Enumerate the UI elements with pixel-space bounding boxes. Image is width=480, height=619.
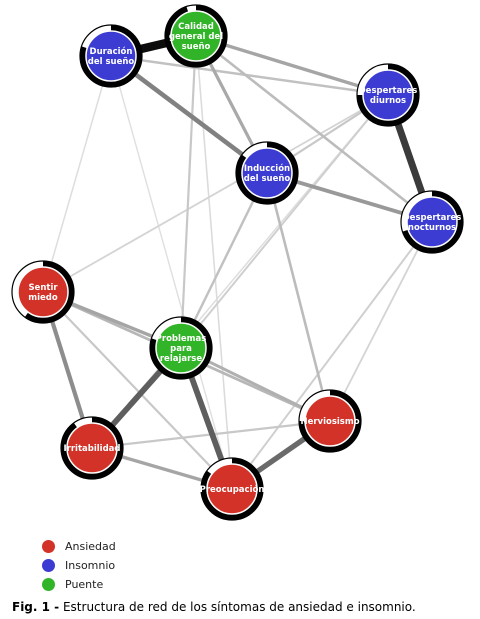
node-label-line: Irritabilidad: [64, 444, 121, 454]
edge-duracion-despertares_diurnos: [109, 54, 390, 97]
node-label-line: Problemas: [156, 334, 207, 344]
legend: Ansiedad Insomnio Puente: [42, 537, 116, 594]
edge-calidad-preocupacion: [195, 35, 233, 490]
node-label-line: relajarse: [160, 354, 203, 364]
node-irritabilidad: Irritabilidad: [60, 416, 124, 480]
node-fill: [206, 463, 258, 515]
edge-calidad-problemas: [179, 34, 198, 350]
node-label-line: del sueño: [244, 174, 291, 184]
node-label-line: Sentir: [28, 283, 58, 293]
node-fill: [155, 322, 207, 374]
node-nerviosismo: Nerviosismo: [298, 389, 362, 453]
node-label-line: nocturnos: [408, 223, 456, 233]
legend-label-insomnia: Insomnio: [65, 559, 116, 572]
node-fill: [362, 69, 414, 121]
legend-dot-insomnia: [42, 559, 55, 572]
node-label-preocupacion: Preocupación: [200, 484, 265, 495]
node-label-line: para: [170, 344, 192, 354]
node-label-line: Despertares: [359, 86, 418, 96]
legend-label-anxiety: Ansiedad: [65, 540, 116, 553]
node-label-line: Despertares: [403, 213, 462, 223]
node-label-line: Inducción: [244, 163, 290, 174]
node-fill: [66, 422, 118, 474]
figure-caption-prefix: Fig. 1 -: [12, 600, 60, 614]
edge-calidad-despertares_diurnos: [194, 34, 390, 97]
node-fill: [17, 266, 69, 318]
node-fill: [241, 147, 293, 199]
node-label-line: Calidad: [178, 22, 214, 32]
edge-despertares_nocturnos-nerviosismo: [329, 221, 433, 422]
node-label-line: Nerviosismo: [300, 417, 359, 427]
node-fill: [406, 196, 458, 248]
node-fill: [304, 395, 356, 447]
figure-caption-text: Estructura de red de los síntomas de ans…: [59, 600, 416, 614]
node-label-line: Duración: [90, 46, 133, 57]
edge-duracion-induccion: [108, 53, 270, 176]
legend-item-anxiety: Ansiedad: [42, 537, 116, 556]
node-fill: [85, 30, 137, 82]
legend-dot-anxiety: [42, 540, 55, 553]
node-fill: [170, 10, 222, 62]
legend-item-insomnia: Insomnio: [42, 556, 116, 575]
node-label-line: Preocupación: [200, 484, 265, 495]
node-label-nerviosismo: Nerviosismo: [300, 417, 359, 427]
edge-sentir_miedo-despertares_diurnos: [42, 94, 389, 293]
legend-label-bridge: Puente: [65, 578, 104, 591]
node-label-irritabilidad: Irritabilidad: [64, 444, 121, 454]
edge-despertares_diurnos-problemas: [180, 94, 389, 349]
node-preocupacion: Preocupación: [200, 457, 265, 521]
legend-item-bridge: Puente: [42, 575, 116, 594]
edge-duracion-preocupacion: [110, 55, 233, 490]
node-label-line: diurnos: [370, 96, 406, 106]
edge-induccion-problemas: [179, 171, 269, 350]
legend-dot-bridge: [42, 578, 55, 591]
edge-sentir_miedo-preocupacion: [41, 290, 234, 491]
figure-caption: Fig. 1 - Estructura de red de los síntom…: [12, 600, 416, 614]
edge-despertares_nocturnos-preocupacion: [231, 221, 433, 490]
node-label-line: sueño: [182, 42, 211, 52]
node-label-line: del sueño: [88, 57, 135, 67]
edge-induccion-nerviosismo: [265, 171, 332, 423]
edge-duracion-sentir_miedo: [42, 55, 112, 293]
node-label-line: general del: [169, 32, 223, 42]
edge-calidad-despertares_nocturnos: [194, 34, 434, 224]
node-label-line: miedo: [28, 293, 58, 303]
